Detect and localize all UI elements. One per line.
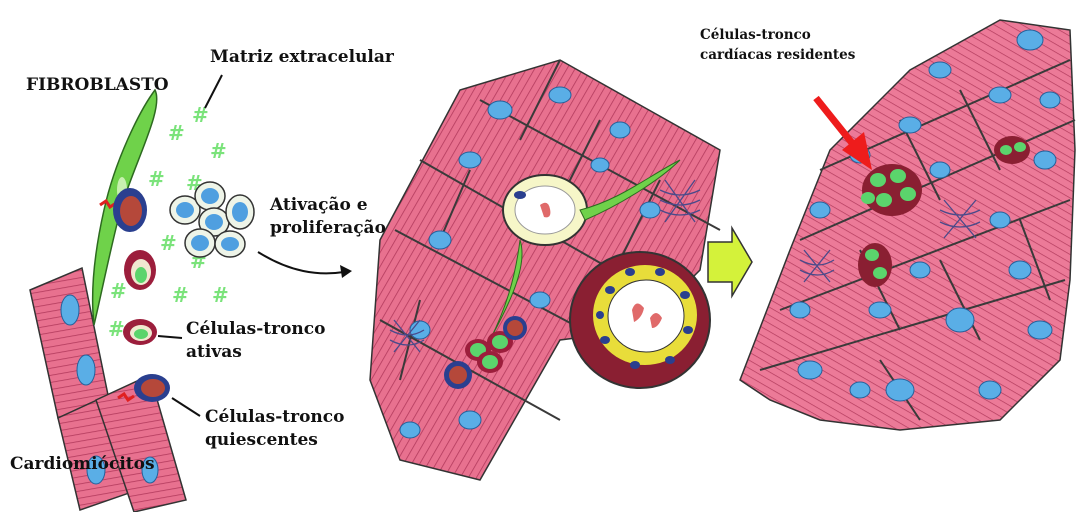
svg-text:#: # <box>210 139 227 163</box>
active-stem-cells-label-line2: ativas <box>186 343 242 363</box>
svg-text:#: # <box>212 283 229 307</box>
resident-stem-cell-cluster <box>994 136 1030 164</box>
resident-stem-cell-cluster <box>858 243 892 287</box>
quiescent-stem-cells-label-line1: Células-tronco <box>205 408 344 428</box>
quiescent-stem-cell <box>134 374 170 402</box>
activation-label-line2: proliferação <box>270 219 386 239</box>
svg-text:#: # <box>110 279 127 303</box>
quiescent-stem-cell <box>113 188 147 232</box>
svg-text:#: # <box>160 231 177 255</box>
proliferating-cluster <box>170 182 254 257</box>
activation-label-line1: Ativação e <box>270 196 368 216</box>
svg-text:#: # <box>108 317 125 341</box>
cardiomyocytes-label: Cardiomiócitos <box>10 455 155 475</box>
ecm-label: Matriz extracelular <box>210 48 394 68</box>
fibroblast-label: FIBROBLASTO <box>26 76 169 96</box>
active-pointer-line <box>158 336 182 338</box>
ecm-pointer-line <box>205 75 222 108</box>
quiescent-stem-cells-label-line2: quiescentes <box>205 431 318 451</box>
resident-stem-cells-label-line2: cardíacas residentes <box>700 48 855 64</box>
activation-arrow <box>258 252 344 273</box>
middle-panel <box>370 60 752 480</box>
quiescent-pointer-line <box>172 398 200 416</box>
activation-arrowhead <box>340 265 352 278</box>
svg-text:#: # <box>148 167 165 191</box>
active-stem-cell <box>123 319 157 345</box>
active-stem-cells-label-line1: Células-tronco <box>186 320 325 340</box>
resident-stem-cells-label-line1: Células-tronco <box>700 28 811 44</box>
arteriole <box>570 252 710 388</box>
progression-arrow <box>708 228 752 296</box>
svg-text:#: # <box>168 121 185 145</box>
right-panel <box>740 20 1075 430</box>
active-stem-cell <box>124 250 156 290</box>
svg-text:#: # <box>172 283 189 307</box>
